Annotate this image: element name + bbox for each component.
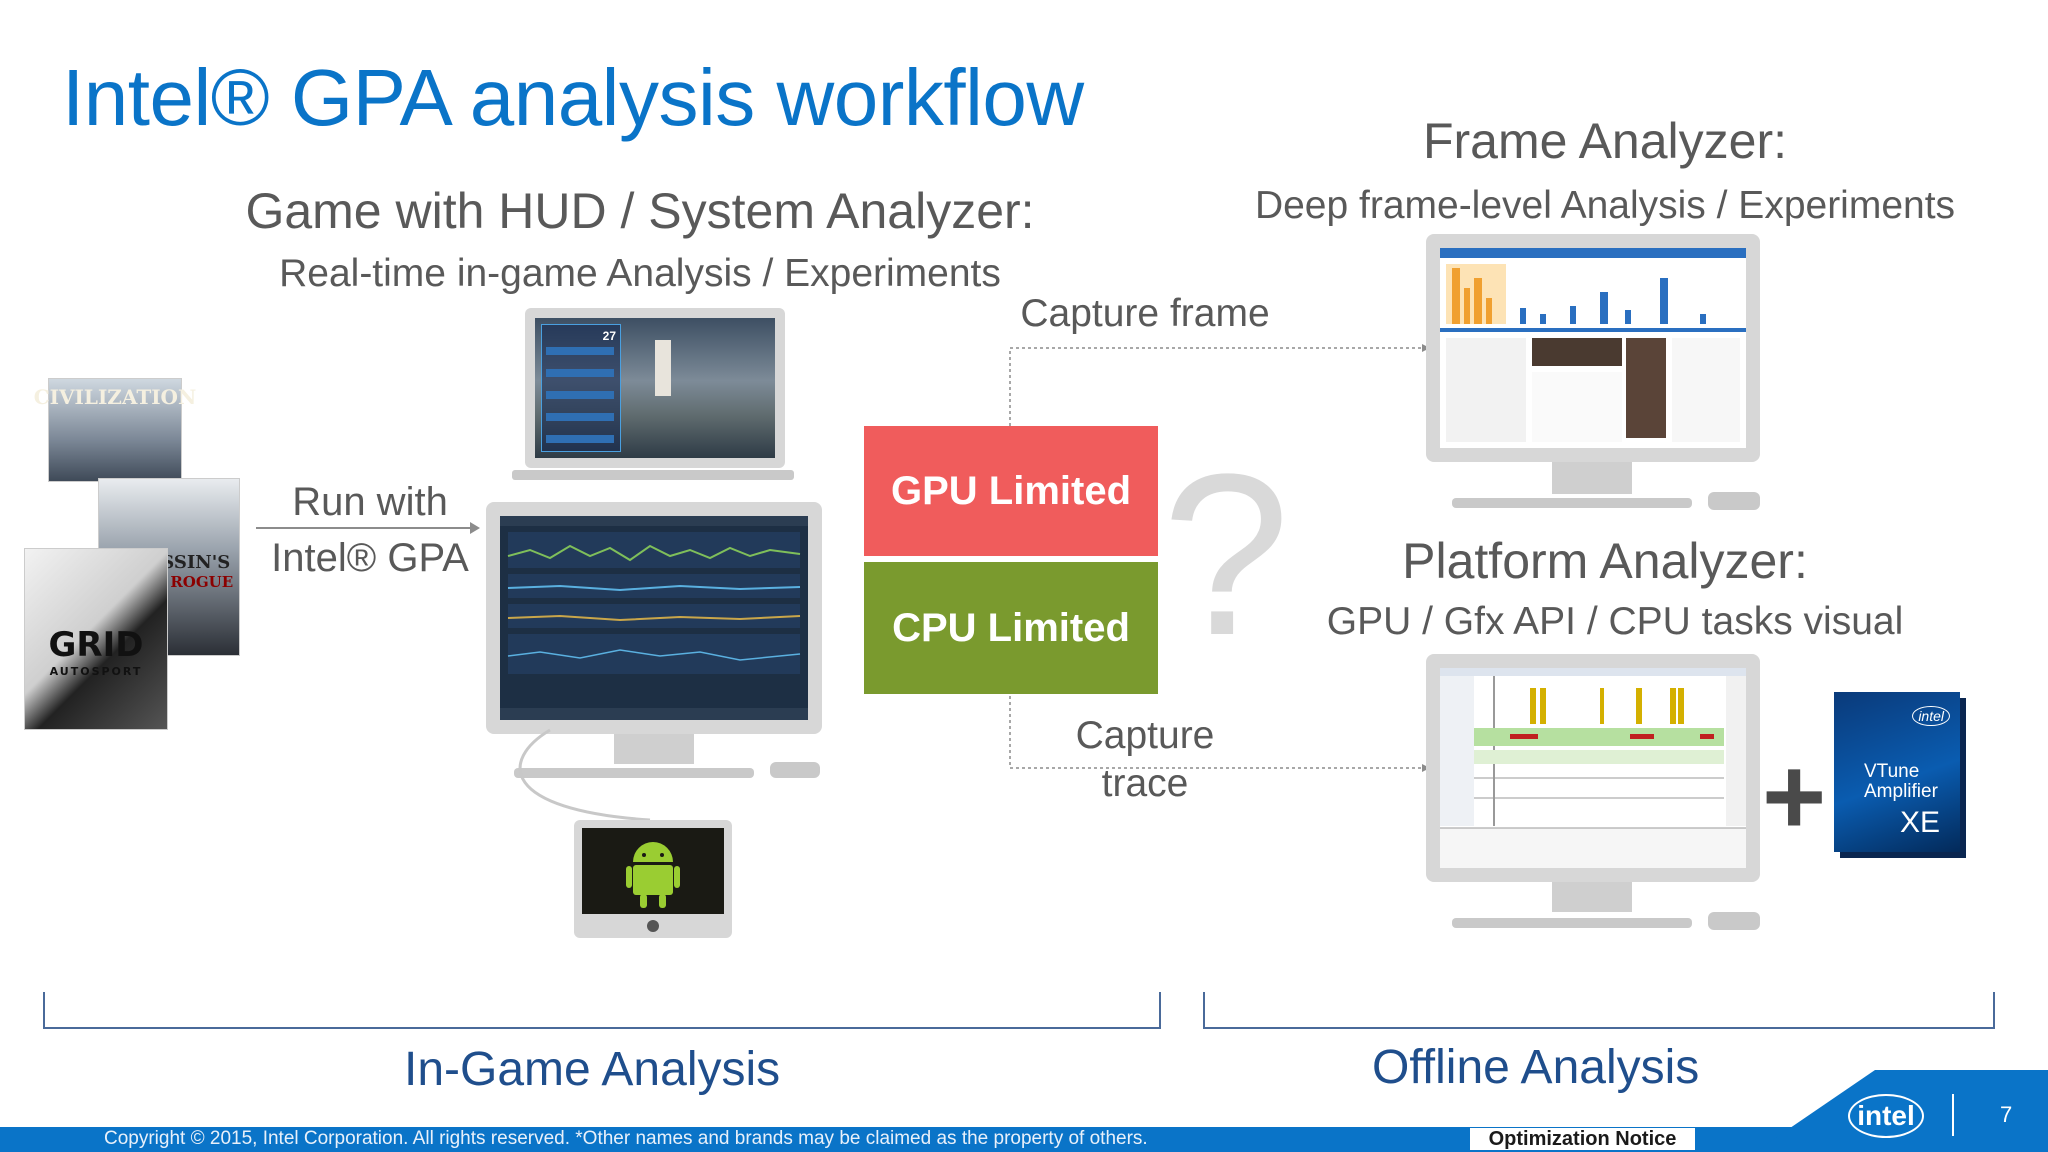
android-tablet — [574, 820, 732, 938]
android-icon — [626, 842, 680, 908]
game-hud-header: Game with HUD / System Analyzer: — [245, 183, 1035, 239]
platform-analyzer-monitor — [1426, 654, 1760, 882]
frame-analyzer-ui — [1440, 248, 1746, 442]
section-brackets — [43, 992, 1995, 1029]
monitor-stand — [614, 734, 694, 764]
offline-analysis-label: Offline Analysis — [1372, 1041, 1700, 1094]
civilization-title: CIVILIZATION — [33, 385, 197, 409]
grid-subtitle: AUTOSPORT — [49, 664, 143, 678]
vtune-amplifier-box: intel VTune Amplifier XE — [1834, 692, 1960, 852]
plus-sign: + — [1762, 735, 1827, 858]
hud-game-screen: 27 — [535, 318, 775, 458]
run-arrow-head — [470, 522, 480, 534]
capture-connectors — [1009, 344, 1428, 772]
grid-autosport-box-art: GRID AUTOSPORT — [24, 548, 168, 730]
platform-monitor-stand — [1552, 882, 1632, 912]
run-with-line-1: Run with — [292, 480, 448, 524]
frame-analyzer-monitor — [1426, 234, 1760, 462]
vtune-line-2: Amplifier — [1864, 781, 1938, 802]
question-mark: ? — [1162, 426, 1290, 683]
capture-trace-line-2: trace — [1101, 762, 1189, 805]
hud-value: 27 — [602, 329, 616, 343]
cpu-limited-box: CPU Limited — [864, 562, 1158, 694]
mouse-left — [770, 762, 820, 778]
capture-trace-label: Capture trace — [1040, 712, 1250, 808]
vtune-xe: XE — [1900, 806, 1941, 839]
frame-analyzer-screen — [1440, 248, 1746, 448]
cable-line — [518, 728, 651, 822]
capture-frame-label: Capture frame — [1020, 292, 1270, 335]
in-game-analysis-label: In-Game Analysis — [404, 1043, 781, 1096]
capture-trace-line-1: Capture — [1075, 714, 1215, 757]
page-number: 7 — [2000, 1102, 2013, 1127]
system-analyzer-monitor — [486, 502, 822, 734]
frame-analyzer-header: Frame Analyzer: — [1422, 113, 1787, 169]
frame-monitor-base — [1452, 498, 1692, 508]
platform-monitor-base — [1452, 918, 1692, 928]
footer-divider — [1952, 1094, 1954, 1136]
slide-title: Intel® GPA analysis workflow — [62, 53, 1084, 142]
system-analyzer-graphs — [500, 516, 808, 720]
vtune-line-1: VTune — [1864, 761, 1920, 782]
monitor-base — [514, 768, 754, 778]
vtune-title: VTune Amplifier — [1864, 762, 1938, 802]
platform-analyzer-header: Platform Analyzer: — [1402, 533, 1808, 589]
civilization-box-art: CIVILIZATION — [34, 378, 196, 482]
system-analyzer-screen — [500, 516, 808, 720]
frame-mouse — [1708, 492, 1760, 510]
hud-laptop: 27 — [525, 308, 785, 468]
android-screen — [582, 828, 724, 914]
hud-laptop-base — [512, 470, 794, 480]
intel-logo: intel — [1848, 1094, 1924, 1138]
lighthouse-shape — [655, 340, 671, 396]
grid-title: GRID — [48, 624, 144, 665]
hud-panel: 27 — [541, 324, 621, 452]
optimization-notice-link[interactable]: Optimization Notice — [1470, 1128, 1695, 1150]
gpu-limited-box: GPU Limited — [864, 426, 1158, 556]
platform-mouse — [1708, 912, 1760, 930]
platform-analyzer-timeline — [1440, 668, 1746, 868]
vtune-intel-logo: intel — [1912, 706, 1950, 726]
footer-bar — [0, 1127, 2048, 1152]
run-arrow-line — [256, 527, 478, 529]
run-with-label: Run with — [250, 476, 490, 528]
copyright-text: Copyright © 2015, Intel Corporation. All… — [104, 1128, 1148, 1149]
platform-analyzer-subheader: GPU / Gfx API / CPU tasks visual — [1326, 600, 1904, 643]
frame-monitor-stand — [1552, 462, 1632, 494]
frame-analyzer-subheader: Deep frame-level Analysis / Experiments — [1254, 184, 1956, 227]
game-hud-subheader: Real-time in-game Analysis / Experiments — [279, 252, 1001, 295]
run-with-line-2: Intel® GPA — [271, 536, 469, 580]
platform-analyzer-screen — [1440, 668, 1746, 868]
tablet-home-button — [647, 920, 659, 932]
